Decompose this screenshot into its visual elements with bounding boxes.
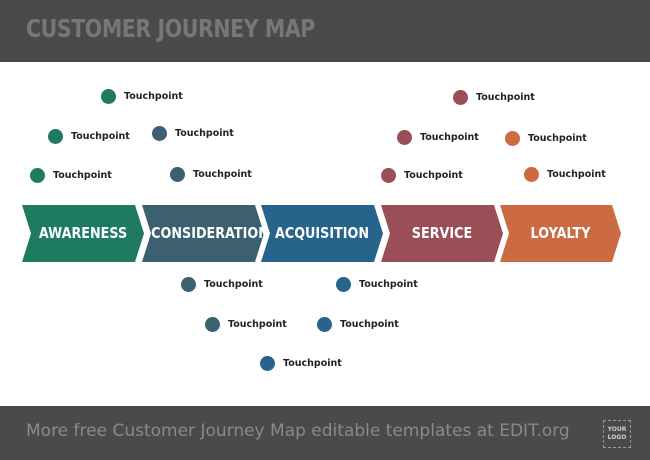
touchpoint-dot-icon (181, 276, 196, 292)
stage-consideration-shape (142, 205, 264, 262)
stage-service-label: SERVICE (411, 224, 473, 242)
touchpoint-dot-icon (453, 89, 468, 105)
touchpoint-dot-icon (336, 276, 351, 292)
stage-acquisition-arrow (261, 205, 383, 262)
touchpoint-label: Touchpoint (340, 318, 399, 330)
touchpoint: Touchpoint (260, 355, 342, 371)
stage-consideration-label: CONSIDERATION (151, 224, 269, 242)
stage-acquisition-label: ACQUISITION (274, 224, 370, 242)
stage-loyalty: LOYALTY (500, 205, 621, 262)
touchpoint: Touchpoint (397, 129, 479, 145)
logo-placeholder: YOUR LOGO (603, 420, 631, 448)
touchpoint: Touchpoint (317, 316, 399, 332)
touchpoint-label: Touchpoint (204, 278, 263, 290)
touchpoint-label: Touchpoint (528, 132, 587, 144)
footer-bar: More free Customer Journey Map editable … (0, 406, 650, 460)
page-title: CUSTOMER JOURNEY MAP (26, 14, 315, 43)
touchpoint-label: Touchpoint (359, 278, 418, 290)
touchpoint-label: Touchpoint (71, 130, 130, 142)
touchpoint-dot-icon (30, 167, 45, 183)
touchpoint: Touchpoint (101, 88, 183, 104)
touchpoint-label: Touchpoint (228, 318, 287, 330)
touchpoint: Touchpoint (30, 167, 112, 183)
touchpoint: Touchpoint (453, 89, 535, 105)
touchpoint: Touchpoint (524, 166, 606, 182)
stage-awareness-shape (22, 205, 144, 262)
touchpoint: Touchpoint (152, 125, 234, 141)
touchpoint-label: Touchpoint (404, 169, 463, 181)
touchpoint: Touchpoint (48, 128, 130, 144)
touchpoint-dot-icon (317, 316, 332, 332)
footer-text: More free Customer Journey Map editable … (26, 421, 570, 441)
stage-awareness: AWARENESS (22, 205, 144, 262)
stage-loyalty-shape (500, 205, 621, 262)
stage-service: SERVICE (381, 205, 503, 262)
touchpoint-dot-icon (101, 88, 116, 104)
touchpoint-label: Touchpoint (283, 357, 342, 369)
stage-acquisition-shape (261, 205, 383, 262)
touchpoint-dot-icon (397, 129, 412, 145)
stage-loyalty-label: LOYALTY (530, 224, 591, 242)
touchpoint-label: Touchpoint (547, 168, 606, 180)
stage-awareness-arrow (22, 205, 144, 262)
touchpoint-dot-icon (260, 355, 275, 371)
touchpoint: Touchpoint (336, 276, 418, 292)
touchpoint-label: Touchpoint (193, 168, 252, 180)
touchpoint-label: Touchpoint (175, 127, 234, 139)
logo-line-1: YOUR (607, 426, 627, 433)
logo-line-2: LOGO (607, 434, 627, 441)
touchpoint-label: Touchpoint (420, 131, 479, 143)
touchpoint-dot-icon (524, 166, 539, 182)
touchpoint: Touchpoint (381, 167, 463, 183)
touchpoint-dot-icon (505, 130, 520, 146)
touchpoint-dot-icon (48, 128, 63, 144)
stage-consideration-arrow (142, 205, 264, 262)
stage-service-arrow (381, 205, 503, 262)
touchpoint: Touchpoint (505, 130, 587, 146)
touchpoint-label: Touchpoint (53, 169, 112, 181)
touchpoint-dot-icon (381, 167, 396, 183)
stage-consideration: CONSIDERATION (142, 205, 269, 262)
touchpoint: Touchpoint (170, 166, 252, 182)
stage-loyalty-arrow (500, 205, 621, 262)
touchpoint-label: Touchpoint (124, 90, 183, 102)
touchpoint: Touchpoint (205, 316, 287, 332)
header-bar: CUSTOMER JOURNEY MAP (0, 0, 650, 62)
stage-awareness-label: AWARENESS (38, 224, 128, 242)
touchpoint-dot-icon (205, 316, 220, 332)
touchpoint-label: Touchpoint (476, 91, 535, 103)
touchpoint-dot-icon (152, 125, 167, 141)
stage-service-shape (381, 205, 503, 262)
stage-acquisition: ACQUISITION (261, 205, 383, 262)
touchpoint-dot-icon (170, 166, 185, 182)
touchpoint: Touchpoint (181, 276, 263, 292)
